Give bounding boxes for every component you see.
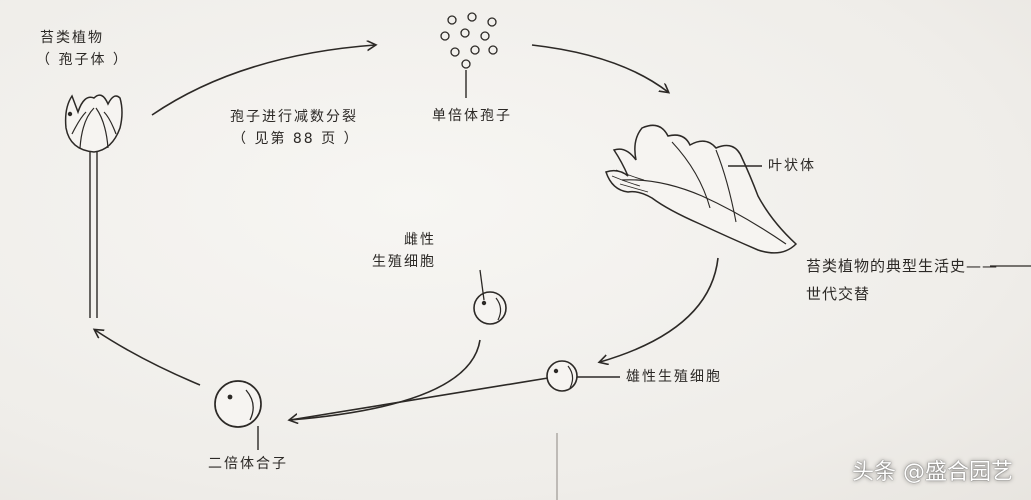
thallus-icon — [605, 124, 798, 254]
male-gamete-label: 雄性生殖细胞 — [626, 369, 722, 385]
watermark: 头条 @盛合园艺 — [852, 460, 1013, 485]
caption-subtitle: 世代交替 — [806, 285, 871, 303]
zygote-label: 二倍体合子 — [208, 456, 288, 472]
haploid-spores-label: 单倍体孢子 — [432, 108, 512, 124]
female-pointer — [479, 269, 485, 301]
arrow-sporophyte-to-spores — [151, 45, 375, 116]
female-gamete-label-sub: 生殖细胞 — [372, 254, 436, 270]
spore-cluster-icon — [440, 12, 498, 69]
sporophyte-icon — [64, 94, 123, 318]
caption-title: 苔类植物的典型生活史—— — [806, 257, 999, 275]
female-gamete-label: 雌性 — [404, 232, 436, 248]
meiosis-label: 孢子进行减数分裂 — [230, 109, 358, 125]
thallus-label: 叶状体 — [768, 158, 816, 174]
arrow-spores-to-thallus — [531, 44, 668, 92]
zygote-icon — [214, 380, 262, 428]
arrow-thallus-to-male — [600, 257, 719, 362]
arrow-female-to-zygote — [289, 339, 481, 421]
meiosis-label-sub: （ 见第 88 页 ） — [232, 131, 360, 147]
sporophyte-label: 苔类植物 — [40, 30, 104, 46]
arrow-male-to-zygote — [290, 377, 549, 420]
male-gamete-icon — [546, 360, 578, 392]
arrow-zygote-to-sporophyte — [95, 330, 201, 386]
sporophyte-label-sub: （ 孢子体 ） — [36, 52, 129, 68]
female-gamete-icon — [473, 291, 507, 325]
